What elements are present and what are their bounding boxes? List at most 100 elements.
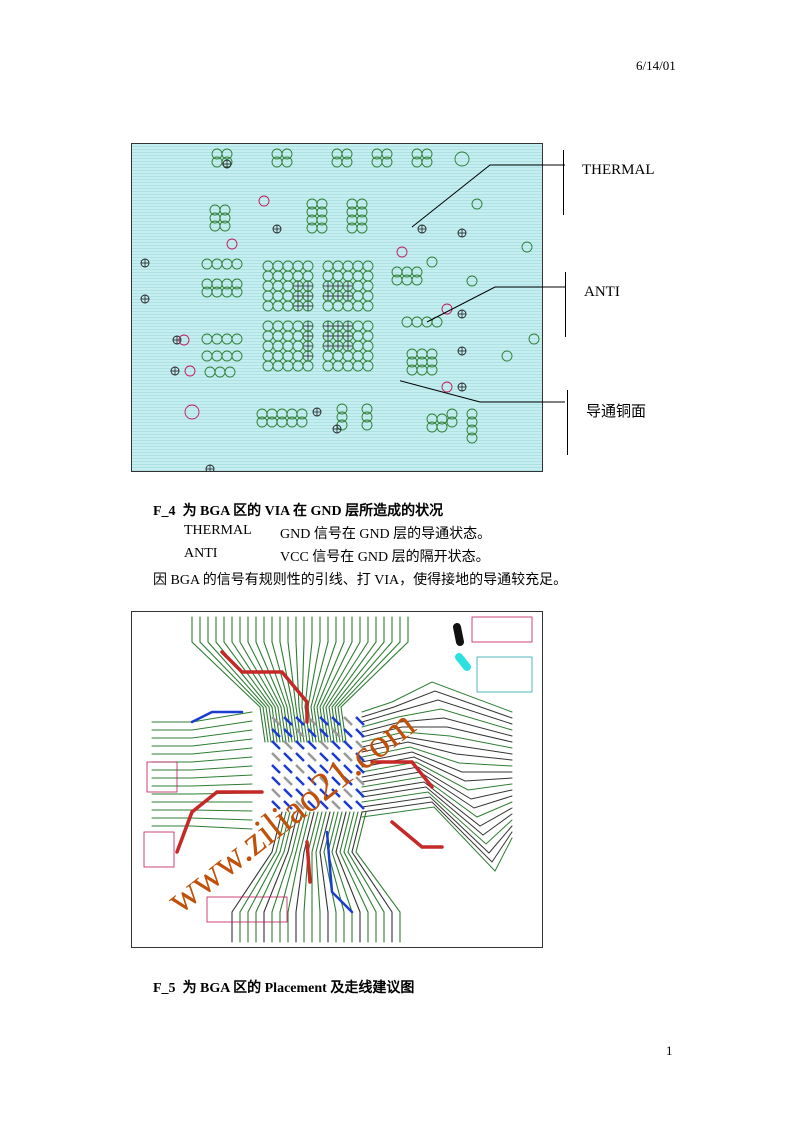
pcb-trace	[351, 811, 393, 943]
caption-id: F_4	[153, 504, 176, 519]
anti-pad	[322, 260, 334, 272]
anti-pad	[322, 300, 334, 312]
pcb-trace	[231, 811, 283, 943]
anti-pad	[292, 340, 304, 352]
figure4-note: 因 BGA 的信号有规则性的引线、打 VIA，使得接地的导通较充足。	[153, 573, 568, 588]
bga-pad	[307, 800, 317, 810]
pcb-trace	[315, 811, 327, 943]
anti-pad	[342, 350, 354, 362]
anti-pad	[221, 333, 233, 345]
anti-pad	[346, 198, 358, 210]
component-outline	[471, 616, 533, 643]
bga-pad	[355, 716, 365, 726]
anti-pad	[411, 266, 423, 278]
anti-pad	[381, 156, 393, 168]
bga-pad	[331, 764, 341, 774]
anti-pad	[221, 278, 233, 290]
anti-pad	[221, 350, 233, 362]
anti-pad	[282, 330, 294, 342]
pcb-trace	[361, 751, 513, 773]
anti-pad	[362, 260, 374, 272]
pcb-trace	[328, 616, 377, 743]
anti-pad	[322, 360, 334, 372]
pcb-trace	[247, 811, 291, 943]
pcb-trace	[361, 699, 513, 725]
anti-pad	[184, 365, 196, 377]
bga-pad	[271, 728, 281, 738]
pcb-trace	[361, 726, 513, 743]
anti-pad	[282, 260, 294, 272]
anti-pad	[362, 280, 374, 292]
pcb-trace	[151, 765, 253, 771]
bga-pad	[307, 728, 317, 738]
pcb-trace	[355, 811, 401, 943]
anti-pad	[211, 148, 223, 160]
anti-pad	[262, 270, 274, 282]
pcb-trace	[361, 746, 513, 767]
anti-pad	[306, 222, 318, 234]
pcb-trace	[361, 736, 513, 755]
bga-pad	[307, 764, 317, 774]
pcb-trace	[263, 616, 293, 743]
copper-blob	[455, 653, 471, 671]
anti-pad	[352, 340, 364, 352]
bga-pad	[295, 776, 305, 786]
label-thermal: THERMAL	[582, 162, 655, 178]
component-outline	[146, 761, 178, 793]
bga-pad	[283, 728, 293, 738]
anti-pad	[282, 270, 294, 282]
bga-pad	[355, 788, 365, 798]
copper-blob	[453, 623, 464, 646]
anti-pad	[332, 360, 344, 372]
bga-pad	[271, 764, 281, 774]
bga-pad	[343, 764, 353, 774]
pcb-trace	[361, 781, 513, 827]
legend-term: ANTI	[184, 546, 218, 561]
callout-lines	[400, 164, 565, 403]
pcb-trace	[191, 616, 266, 743]
anti-pad	[302, 360, 314, 372]
pcb-trace	[151, 783, 253, 787]
pcb-trace	[340, 616, 409, 743]
bracket-line	[565, 272, 566, 337]
anti-pad	[346, 214, 358, 226]
anti-pad	[341, 148, 353, 160]
anti-pad	[332, 260, 344, 272]
anti-pad	[292, 330, 304, 342]
anti-pad	[341, 156, 353, 168]
pcb-trace	[361, 690, 513, 719]
anti-pad	[322, 270, 334, 282]
anti-pad	[426, 348, 438, 360]
bga-pad	[355, 764, 365, 774]
pcb-trace	[361, 801, 513, 863]
pcb-trace	[239, 811, 287, 943]
anti-pad	[272, 350, 284, 362]
page-number: 1	[666, 1043, 673, 1058]
anti-pad	[342, 300, 354, 312]
anti-pad	[426, 356, 438, 368]
anti-pad	[528, 333, 540, 345]
pcb-trace	[223, 616, 278, 743]
power-trace	[220, 650, 309, 724]
anti-pad	[231, 333, 243, 345]
pcb-routing-diagram	[143, 616, 533, 943]
anti-pad	[292, 270, 304, 282]
bga-pad	[307, 788, 317, 798]
anti-pad	[296, 416, 308, 428]
pcb-trace	[361, 717, 513, 737]
caption-text: 为 BGA 区的 Placement 及走线建议图	[182, 981, 415, 996]
bga-pad	[295, 728, 305, 738]
anti-pad	[201, 258, 213, 270]
anti-pad	[209, 220, 221, 232]
anti-pad	[322, 350, 334, 362]
label-copper: 导通铜面	[586, 404, 647, 420]
pcb-trace	[151, 774, 253, 779]
anti-pad	[204, 366, 216, 378]
anti-pad	[352, 270, 364, 282]
pcb-trace	[316, 616, 345, 743]
bga-pad	[295, 800, 305, 810]
pcb-trace	[295, 616, 305, 743]
anti-pad	[184, 404, 200, 420]
anti-pad	[221, 148, 233, 160]
anti-pad	[362, 270, 374, 282]
